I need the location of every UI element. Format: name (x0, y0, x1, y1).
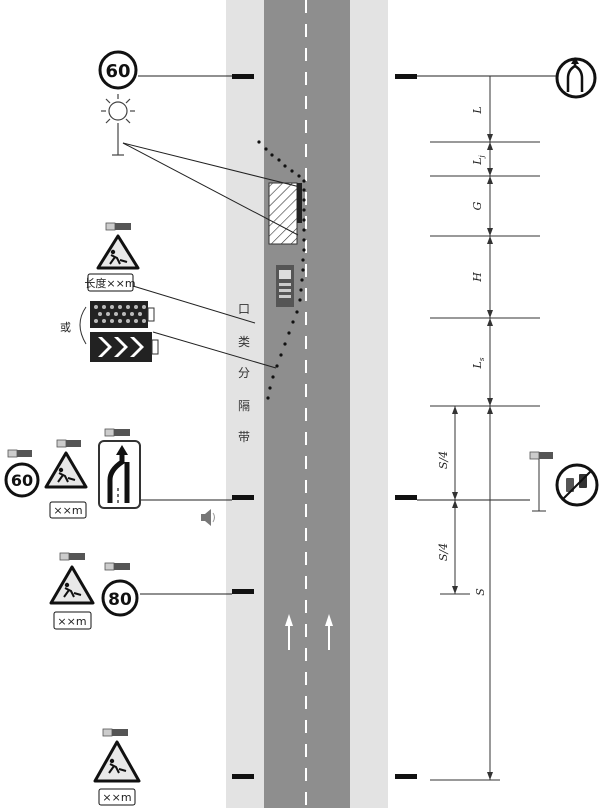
dim-label-s: S (474, 588, 487, 596)
cone-taper-dots (257, 140, 306, 400)
distance-plate-bottom: ××m (98, 788, 136, 806)
construction-warning-sign-1 (96, 234, 140, 270)
median-text-char-1: 口 (238, 302, 250, 316)
lane-arrow-left (285, 614, 293, 650)
dim-label-s-quarter-2: S/4 (437, 543, 450, 561)
length-plate-text: 长度××m (84, 276, 135, 290)
lj-sub: j (478, 154, 486, 159)
speed-limit-sign-top: 60 (98, 50, 138, 90)
warning-light-icon (101, 94, 135, 156)
lane-merge-sign-top-right (555, 57, 597, 99)
work-vehicle-icon (276, 265, 294, 307)
flag-light-icon-8 (102, 728, 128, 737)
left-shoulder (226, 0, 264, 808)
length-plate: 长度××m (84, 273, 136, 292)
median-text-char-3: 分 (238, 366, 250, 380)
lj-main: L (471, 157, 484, 165)
distance-plate-middle: ××m (53, 611, 92, 630)
dim-label-l: L (471, 106, 484, 114)
flag-light-icon-5 (529, 451, 553, 512)
median-text-char-4: 隔 (238, 399, 250, 413)
construction-warning-sign-4 (93, 740, 141, 783)
or-bracket (79, 306, 87, 345)
dot-matrix-board (90, 301, 155, 328)
speed-limit-sign-middle: 80 (101, 579, 139, 617)
construction-warning-sign-2 (44, 451, 88, 489)
no-overtaking-end-sign (555, 463, 599, 507)
work-area-barrier (268, 182, 302, 245)
lane-arrow-right (325, 614, 333, 650)
chevron-board (90, 332, 159, 362)
ls-main: L (471, 361, 484, 369)
median-text-char-2: 类 (238, 335, 250, 349)
lane-reduction-sign (98, 440, 141, 509)
flag-light-icon-2 (7, 449, 32, 458)
dimension-lines (430, 76, 540, 781)
dim-label-g: G (471, 201, 484, 210)
svg-text:80: 80 (108, 590, 132, 610)
dim-label-lj: Lj (471, 154, 486, 165)
ls-sub: s (478, 357, 486, 361)
right-shoulder (350, 0, 388, 808)
speaker-icon (201, 509, 215, 526)
sign-posts (232, 74, 417, 779)
distance-plate-middle-text: ××m (57, 615, 86, 628)
flag-light-icon-4 (104, 428, 130, 437)
svg-text:60: 60 (11, 471, 33, 490)
distance-plate-bottom-text: ××m (102, 791, 131, 804)
speed-limit-sign-left: 60 (4, 462, 40, 498)
flag-light-icon-1 (105, 222, 131, 231)
distance-plate-upper: ××m (49, 501, 87, 519)
dim-label-h: H (471, 272, 484, 283)
construction-warning-sign-3 (49, 565, 95, 605)
leader-lines (122, 75, 556, 595)
median-text-char-5: 带 (238, 430, 250, 444)
flag-light-icon-3 (56, 439, 81, 448)
flag-light-icon-7 (104, 562, 130, 571)
svg-text:60: 60 (105, 61, 130, 82)
dim-label-ls: Ls (471, 357, 486, 369)
distance-plate-upper-text: ××m (53, 504, 82, 517)
flag-light-icon-6 (59, 552, 85, 561)
dim-label-s-quarter-1: S/4 (437, 451, 450, 469)
or-label: 或 (60, 321, 71, 334)
dimension-arrows (452, 134, 493, 780)
